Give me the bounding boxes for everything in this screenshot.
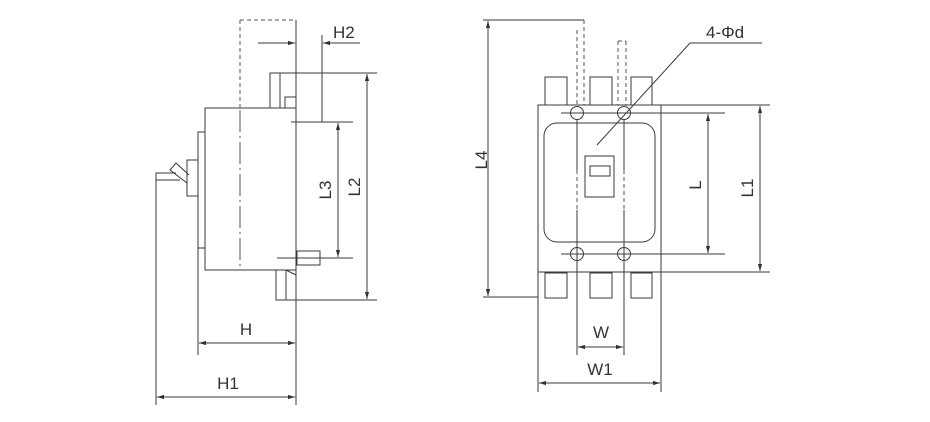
label-h1: H1	[217, 374, 239, 393]
side-view: H2 L3 L2 H H1	[155, 19, 377, 405]
label-l4: L4	[472, 151, 491, 170]
label-w: W	[593, 323, 609, 342]
label-l1: L1	[738, 179, 757, 198]
breaker-front-body	[537, 104, 662, 273]
label-h: H	[240, 320, 252, 339]
label-l3: L3	[316, 181, 335, 200]
label-h2: H2	[333, 23, 355, 42]
label-w1: W1	[587, 360, 613, 379]
label-holes: 4-Φd	[706, 23, 744, 42]
handle-travel-outline	[239, 19, 296, 110]
breaker-body	[204, 107, 297, 271]
top-terminal	[205, 72, 296, 109]
label-l2: L2	[345, 178, 364, 197]
handle	[584, 155, 615, 198]
label-l: L	[686, 180, 705, 189]
handle-lever	[169, 162, 190, 184]
front-view: 4-Φd L4 L L1 W W1	[472, 19, 770, 392]
handle-base	[186, 159, 199, 197]
